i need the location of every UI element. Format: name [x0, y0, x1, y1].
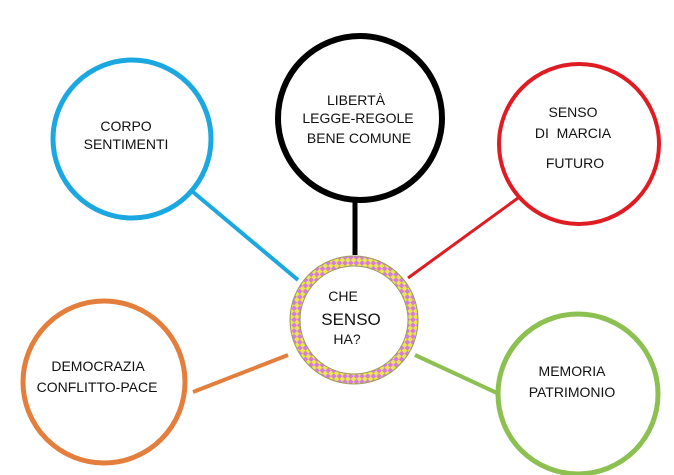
connector-democrazia: [192, 353, 289, 394]
connector-corpo: [191, 190, 300, 282]
node-memoria-line-2: PATRIMONIO: [529, 384, 616, 400]
node-corpo-circle: [50, 57, 214, 221]
node-liberta-circle: [275, 33, 445, 203]
node-senso-circle: [497, 62, 661, 226]
node-corpo: CORPO SENTIMENTI: [50, 57, 214, 221]
center-label-line-2: SENSO: [321, 310, 381, 329]
node-senso-line-2: DI MARCIA: [535, 125, 612, 141]
node-senso: SENSO DI MARCIA FUTURO: [497, 62, 661, 226]
node-liberta-line-3: BENE COMUNE: [307, 130, 411, 146]
node-corpo-line-2: SENTIMENTI: [84, 136, 169, 152]
node-democrazia-line-2: CONFLITTO-PACE: [37, 379, 158, 395]
node-liberta-line-1: LIBERTÀ: [327, 92, 386, 108]
connector-memoria: [414, 353, 498, 395]
node-democrazia-circle: [20, 298, 188, 466]
center-ring-inner-outline: [299, 265, 409, 375]
center-node: CHE SENSO HA?: [289, 255, 419, 385]
center-ring-outline: [289, 255, 419, 385]
node-memoria: MEMORIA PATRIMONIO: [495, 311, 661, 475]
node-memoria-line-1: MEMORIA: [539, 363, 607, 379]
node-democrazia-line-1: DEMOCRAZIA: [51, 358, 145, 374]
center-ring: [290, 256, 418, 384]
connector-senso: [407, 196, 519, 280]
center-label-line-1: CHE: [328, 288, 358, 304]
node-senso-line-1: SENSO: [548, 104, 597, 120]
node-liberta: LIBERTÀ LEGGE-REGOLE BENE COMUNE: [275, 33, 445, 203]
node-liberta-line-2: LEGGE-REGOLE: [302, 110, 413, 126]
node-senso-line-3: FUTURO: [546, 155, 604, 171]
node-democrazia: DEMOCRAZIA CONFLITTO-PACE: [20, 298, 188, 466]
node-memoria-circle: [495, 311, 661, 475]
node-corpo-line-1: CORPO: [100, 118, 151, 134]
center-label-line-3: HA?: [333, 331, 360, 347]
